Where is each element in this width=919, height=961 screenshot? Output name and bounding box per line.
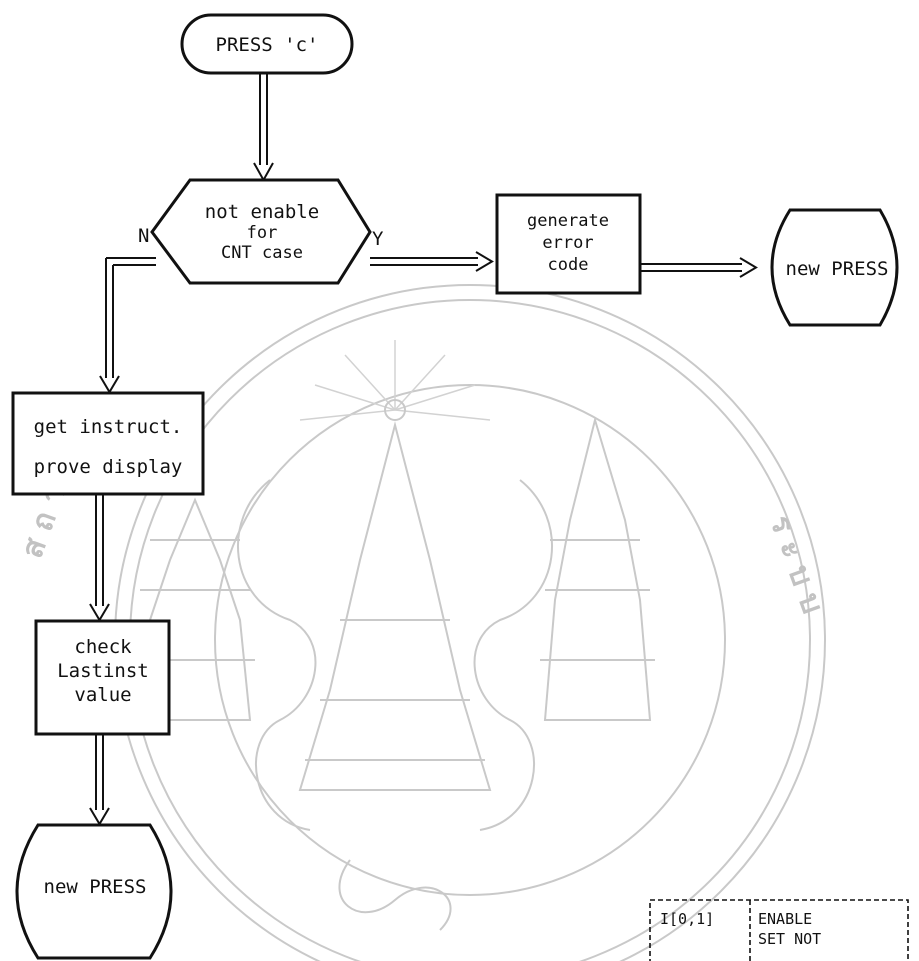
seal-emblem-ring [214, 384, 726, 896]
decision-hexagon: not enable for CNT case N Y [138, 178, 384, 285]
end-terminator-bottom: new PRESS [15, 823, 173, 960]
check-box-line-1: check [74, 636, 132, 658]
get-box-line-1: get instruct. [34, 416, 183, 438]
seal-right-pagoda [543, 416, 652, 721]
flow-connectors [89, 72, 758, 826]
decision-line-1: not enable [205, 201, 319, 223]
get-instruct-process-box: get instruct. prove display [11, 391, 205, 496]
legend-table-fragment: I[0,1] ENABLE SET NOT [649, 899, 909, 961]
check-lastinst-process-box: check Lastinst value [34, 619, 171, 736]
seal-inner-ring [129, 299, 811, 961]
seal-left-ornament [237, 479, 317, 831]
decision-line-2: for [247, 223, 278, 243]
seal-sun-rays [299, 340, 491, 421]
decision-line-3: CNT case [221, 243, 303, 263]
decision-yes-label: Y [372, 228, 384, 250]
seal-right-ornament [473, 479, 553, 831]
error-box-line-1: generate [527, 211, 609, 231]
get-box-line-2: prove display [34, 456, 183, 478]
check-box-line-2: Lastinst [57, 660, 149, 682]
legend-right-line-2: SET NOT [758, 930, 821, 948]
decision-no-label: N [138, 225, 149, 247]
seal-sun [384, 399, 406, 421]
end-bottom-label: new PRESS [44, 876, 147, 898]
end-terminator-right: new PRESS [770, 208, 899, 327]
error-box-line-2: error [542, 233, 593, 253]
seal-central-spire [298, 421, 492, 791]
seal-left-pagoda [138, 497, 252, 721]
error-box-line-3: code [548, 255, 589, 275]
error-process-box: generate error code [495, 193, 642, 295]
start-label: PRESS 'c' [216, 34, 319, 56]
end-right-label: new PRESS [786, 258, 889, 280]
check-box-line-3: value [74, 684, 131, 706]
start-terminator: PRESS 'c' [180, 13, 354, 75]
legend-left-cell: I[0,1] [660, 910, 714, 928]
seal-ring-lettering-right: ร ะ บ บ [762, 511, 830, 618]
legend-right-line-1: ENABLE [758, 910, 812, 928]
